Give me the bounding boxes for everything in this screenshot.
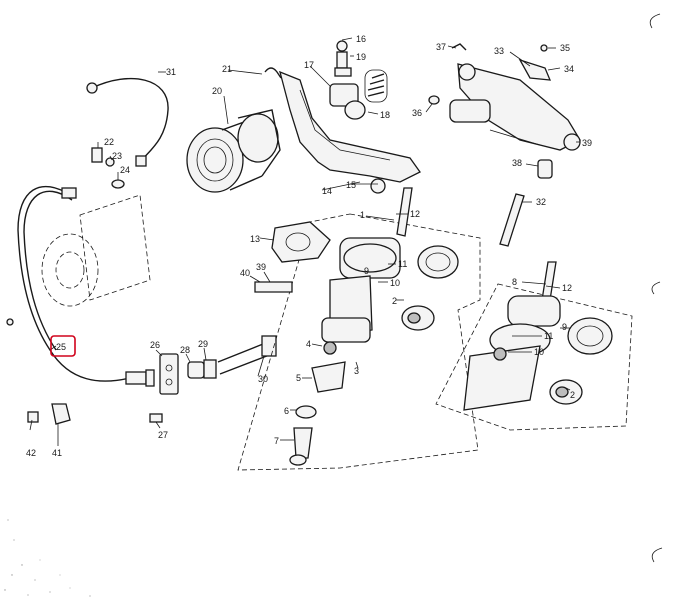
label-9: 9 (364, 266, 369, 276)
edge-mark (649, 13, 663, 563)
label-25[interactable]: 25 (56, 342, 66, 352)
flexible-hose (86, 77, 169, 167)
part-labels: 16 19 17 18 21 20 14 15 31 22 23 24 37 3… (26, 34, 592, 458)
label-13: 13 (250, 234, 260, 244)
release-bearing (186, 109, 281, 193)
pivot-bush (329, 40, 366, 120)
label-27: 27 (158, 430, 168, 440)
label-14: 14 (322, 186, 332, 196)
label-2: 2 (392, 296, 397, 306)
label-16: 16 (356, 34, 366, 44)
clips (27, 403, 71, 425)
label-12-b: 12 (562, 283, 572, 293)
label-37: 37 (436, 42, 446, 52)
leader-lines (29, 37, 580, 446)
release-fork (279, 70, 421, 194)
label-40: 40 (240, 268, 250, 278)
label-19: 19 (356, 52, 366, 62)
label-20: 20 (212, 86, 222, 96)
label-11-b: 11 (544, 331, 553, 341)
label-23: 23 (112, 151, 122, 161)
label-18: 18 (380, 110, 390, 120)
label-7: 7 (274, 436, 279, 446)
label-11: 11 (398, 259, 407, 269)
label-10: 10 (390, 278, 400, 288)
highlight-box-25 (50, 335, 76, 357)
label-28: 28 (180, 345, 190, 355)
label-36: 36 (412, 108, 422, 118)
label-8: 8 (512, 277, 517, 287)
label-9-b: 9 (562, 322, 567, 332)
label-34: 34 (564, 64, 574, 74)
label-39: 39 (582, 138, 592, 148)
label-10-b: 10 (534, 347, 544, 357)
label-30: 30 (258, 374, 268, 384)
pushrod (499, 193, 525, 247)
label-12: 12 (410, 209, 420, 219)
label-29: 29 (198, 339, 208, 349)
label-6: 6 (284, 406, 289, 416)
slave-cylinder-assembly (435, 261, 633, 431)
label-41: 41 (52, 448, 62, 458)
label-33: 33 (494, 46, 504, 56)
pipe (6, 185, 155, 387)
label-39-b: 39 (256, 262, 266, 272)
label-3: 3 (354, 366, 359, 376)
slave-cylinder-ghost (41, 194, 151, 307)
label-31: 31 (166, 67, 176, 77)
pedal-lever (428, 43, 581, 179)
label-17: 17 (304, 60, 314, 70)
label-2-b: 2 (570, 390, 575, 400)
clip (264, 67, 282, 79)
label-35: 35 (560, 43, 570, 53)
label-42: 42 (26, 448, 36, 458)
master-cylinder-assembly (237, 187, 481, 471)
scan-noise (4, 519, 91, 597)
label-38: 38 (512, 158, 522, 168)
label-5: 5 (296, 373, 301, 383)
label-15: 15 (346, 180, 356, 190)
label-4: 4 (306, 339, 311, 349)
label-21: 21 (222, 64, 232, 74)
label-22: 22 (104, 137, 114, 147)
spring (364, 69, 388, 103)
label-24: 24 (120, 165, 130, 175)
label-1: 1 (360, 210, 365, 220)
label-26: 26 (150, 340, 160, 350)
label-32: 32 (536, 197, 546, 207)
